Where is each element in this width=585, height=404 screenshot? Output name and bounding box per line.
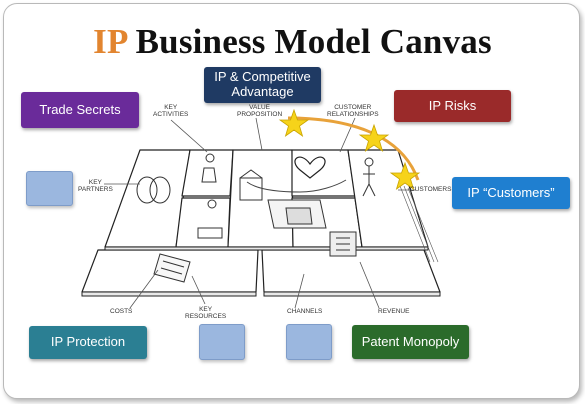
label-costs: COSTS xyxy=(110,308,133,315)
page-title: IP Business Model Canvas xyxy=(0,22,585,62)
label-channels: CHANNELS xyxy=(287,308,323,315)
heart-icon xyxy=(294,156,326,179)
customers-block xyxy=(347,149,429,248)
ip-customers-box: IP “Customers” xyxy=(452,177,570,209)
label-key-activities: KEY ACTIVITIES xyxy=(153,104,189,119)
key-partners-placeholder xyxy=(26,171,73,206)
channels-placeholder xyxy=(286,324,332,360)
title-prefix: IP xyxy=(93,22,127,61)
star-icon xyxy=(358,123,390,152)
value-proposition-block xyxy=(227,149,294,248)
ip-risks-box: IP Risks xyxy=(394,90,511,122)
label-key-partners: KEY PARTNERS xyxy=(78,179,113,194)
patent-monopoly-box: Patent Monopoly xyxy=(352,325,469,359)
key-activities-block xyxy=(181,149,234,197)
star-icon xyxy=(389,161,421,190)
label-customer-relationships: CUSTOMER RELATIONSHIPS xyxy=(327,104,379,119)
label-value-proposition: VALUE PROPOSITION xyxy=(237,104,283,119)
key-resources-block xyxy=(175,197,231,248)
star-icon xyxy=(278,108,310,137)
key-resources-placeholder xyxy=(199,324,245,360)
label-customers: CUSTOMERS xyxy=(410,186,452,193)
value-arc xyxy=(287,116,420,181)
label-revenue: REVENUE xyxy=(378,308,410,315)
title-rest: Business Model Canvas xyxy=(126,22,492,61)
ip-competitive-advantage-box: IP & Competitive Advantage xyxy=(204,67,321,103)
label-key-resources: KEY RESOURCES xyxy=(185,306,227,321)
ip-protection-box: IP Protection xyxy=(29,326,147,359)
trade-secrets-box: Trade Secrets xyxy=(21,92,139,128)
